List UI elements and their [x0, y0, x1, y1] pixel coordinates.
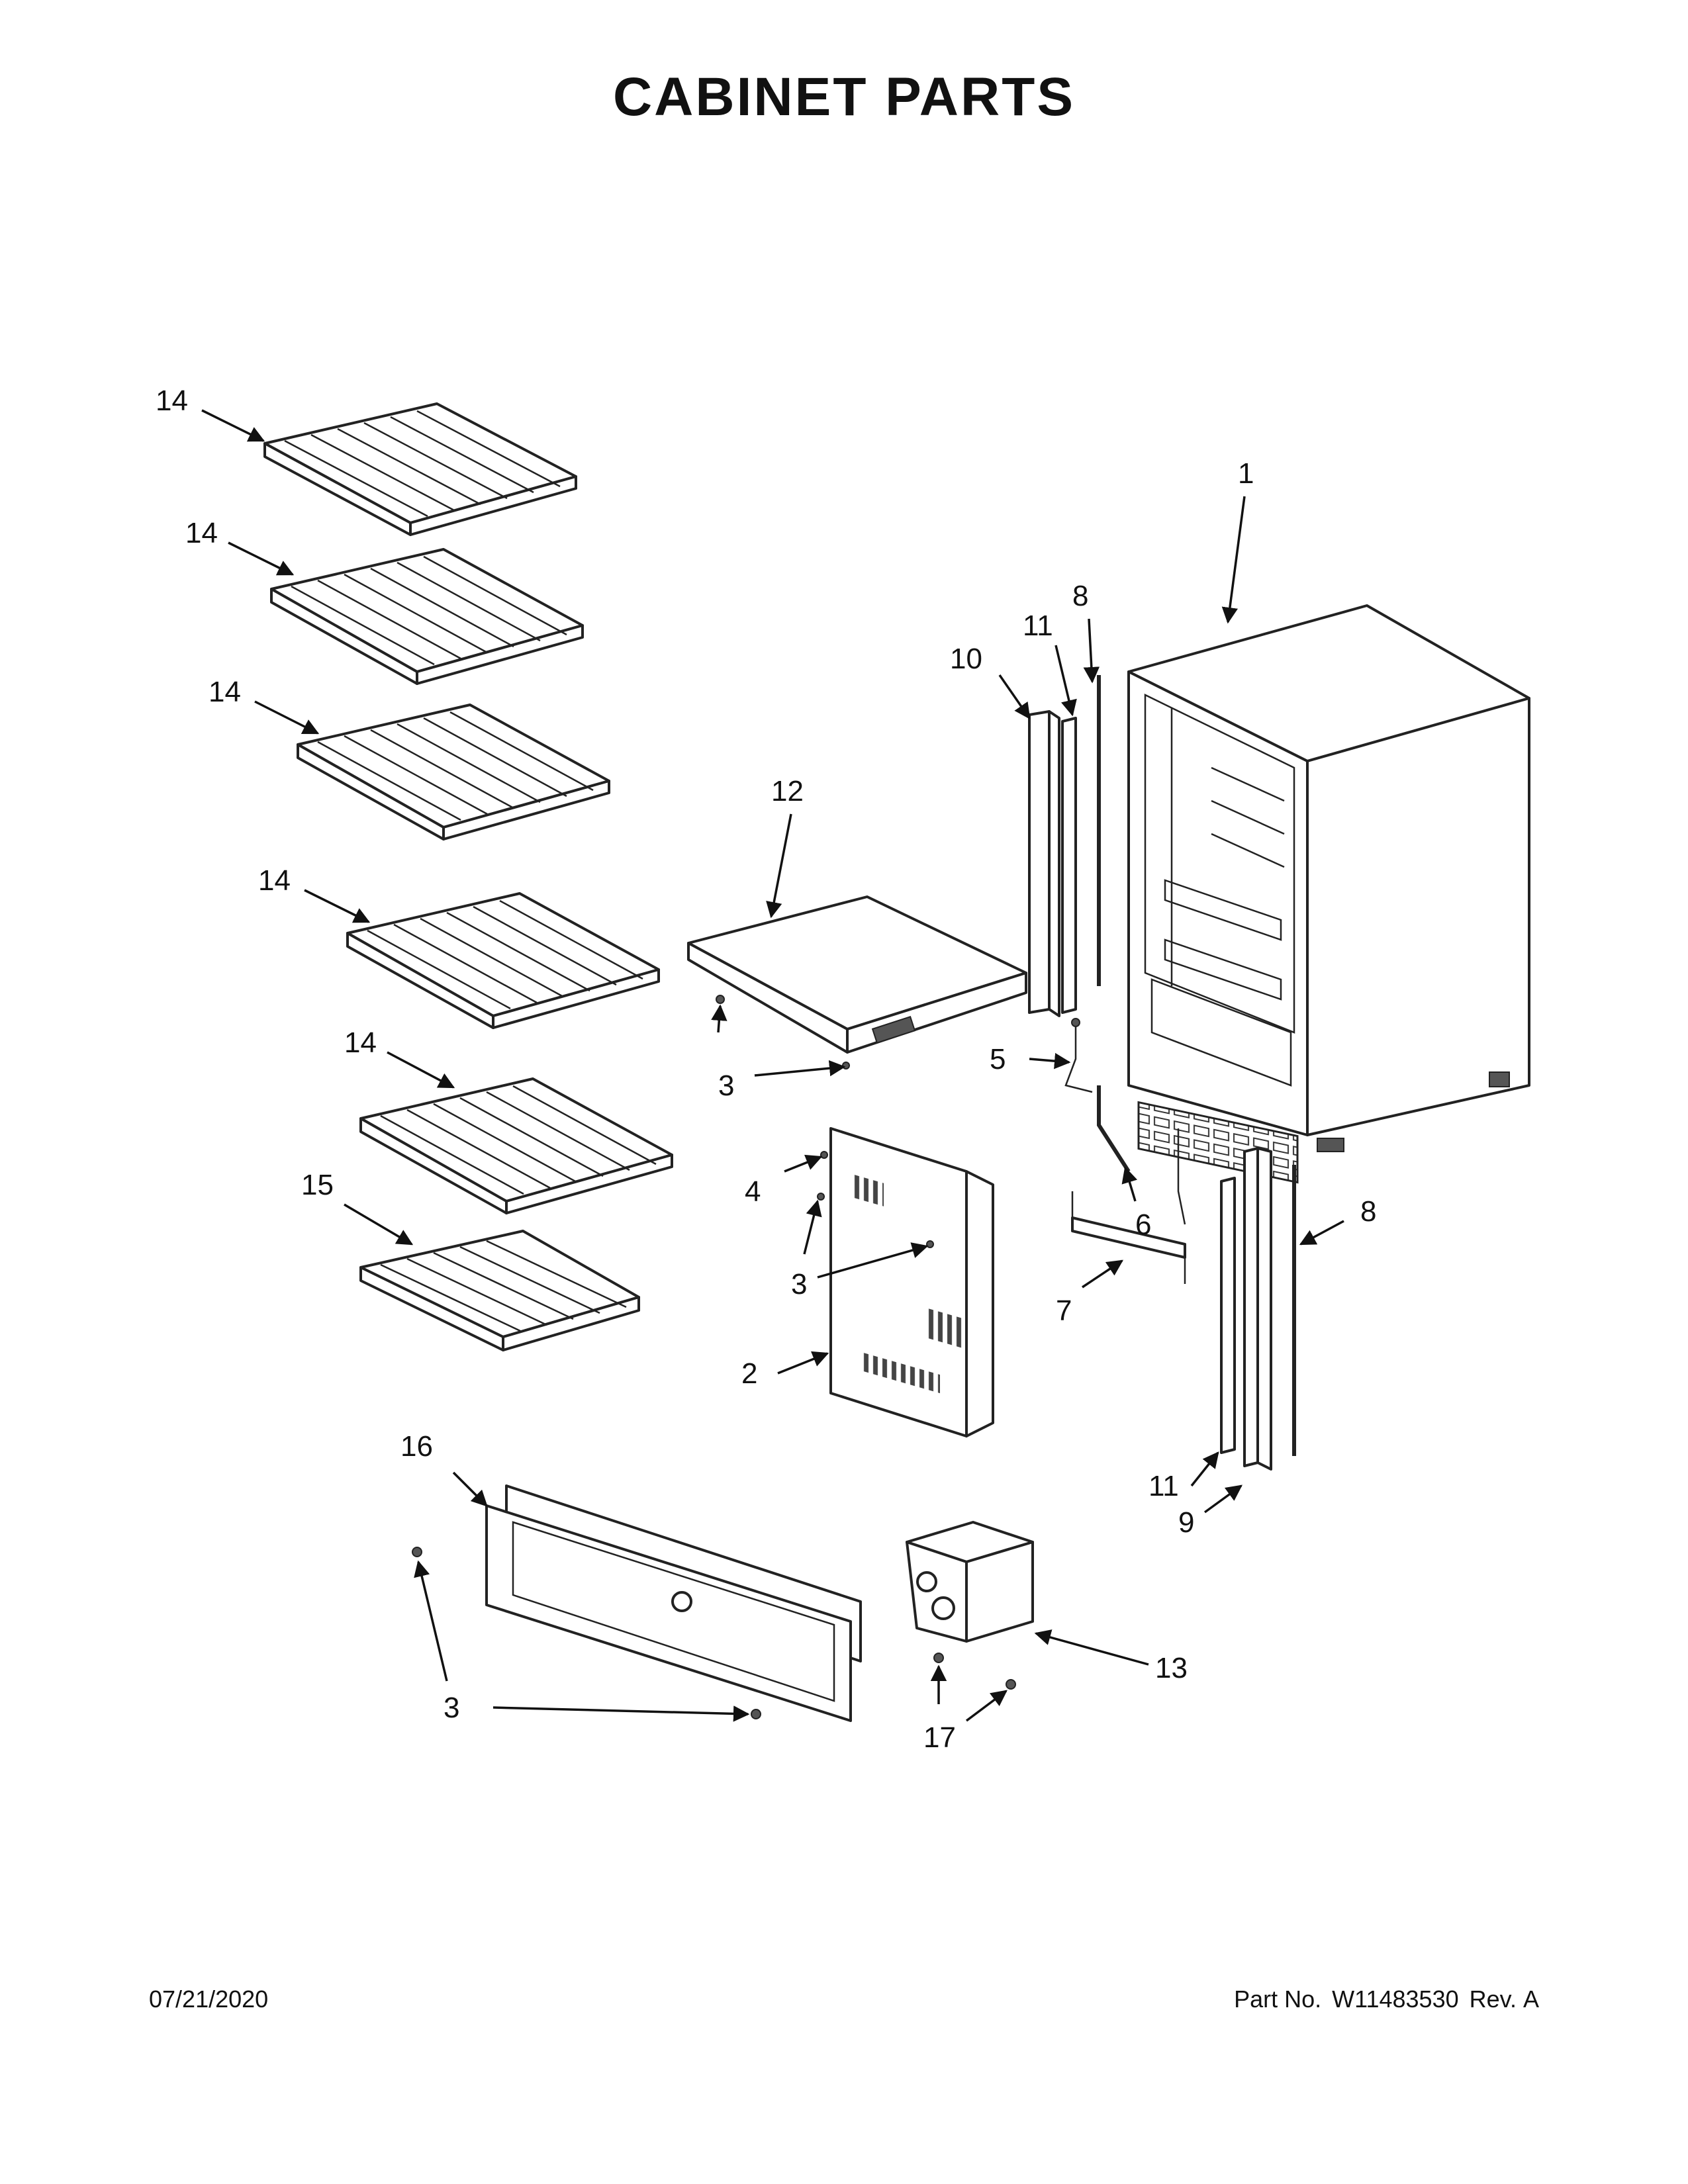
cabinet-body	[1127, 604, 1530, 1184]
callout-11: 11	[1149, 1470, 1179, 1502]
shelf-2	[270, 548, 584, 685]
callout-16: 16	[400, 1430, 433, 1463]
page-title: CABINET PARTS	[612, 67, 1076, 127]
callout-11: 11	[1023, 610, 1053, 642]
callout-8: 8	[1360, 1195, 1376, 1228]
callout-14: 14	[258, 864, 291, 897]
door-frame-10	[1028, 710, 1060, 1017]
callout-3: 3	[444, 1692, 459, 1724]
part-no-value: W11483530	[1332, 1985, 1459, 2013]
callout-13: 13	[1155, 1652, 1188, 1684]
callout-5: 5	[990, 1043, 1006, 1075]
drain-box-13	[906, 1521, 1034, 1643]
callout-14: 14	[185, 517, 218, 549]
control-housing-12	[687, 895, 1027, 1054]
callout-17: 17	[923, 1721, 956, 1754]
gasket-11-upper	[1061, 717, 1077, 1014]
callout-9: 9	[1178, 1506, 1194, 1539]
callout-7: 7	[1056, 1295, 1072, 1327]
callout-14: 14	[209, 676, 241, 708]
leader-lines	[201, 409, 1344, 1722]
callout-2: 2	[741, 1357, 757, 1390]
screws	[412, 995, 1080, 1719]
gasket-11-lower	[1220, 1177, 1236, 1454]
door-frame-9	[1243, 1147, 1272, 1471]
callout-labels: 14 14 14 14 14 15 1 8 11 10 12 3 5 6 7 8…	[156, 385, 1376, 1754]
toe-grille-16	[485, 1484, 862, 1722]
callout-1: 1	[1238, 457, 1254, 490]
callout-3: 3	[791, 1268, 807, 1300]
shelf-3	[297, 704, 610, 841]
rev-value: A	[1523, 1985, 1539, 2013]
callout-8: 8	[1072, 580, 1088, 612]
footer-part-info: Part No. W11483530 Rev.A	[1223, 1985, 1539, 2013]
part-no-label: Part No.	[1234, 1985, 1322, 2013]
shelf-15	[359, 1230, 640, 1351]
harness-5-6-7	[1064, 1023, 1186, 1284]
callout-6: 6	[1135, 1208, 1151, 1241]
footer-date: 07/21/2020	[149, 1985, 269, 2013]
shelf-1	[263, 402, 577, 536]
rear-panel-2	[829, 1127, 994, 1437]
shelf-5	[359, 1077, 673, 1214]
callout-12: 12	[771, 775, 804, 807]
callout-3: 3	[718, 1069, 734, 1102]
callout-10: 10	[950, 643, 982, 675]
callout-14: 14	[156, 385, 188, 417]
rev-label: Rev.	[1469, 1985, 1517, 2013]
shelf-4	[346, 892, 660, 1029]
callout-14: 14	[344, 1026, 377, 1059]
callout-15: 15	[301, 1169, 334, 1201]
callout-4: 4	[745, 1175, 761, 1208]
